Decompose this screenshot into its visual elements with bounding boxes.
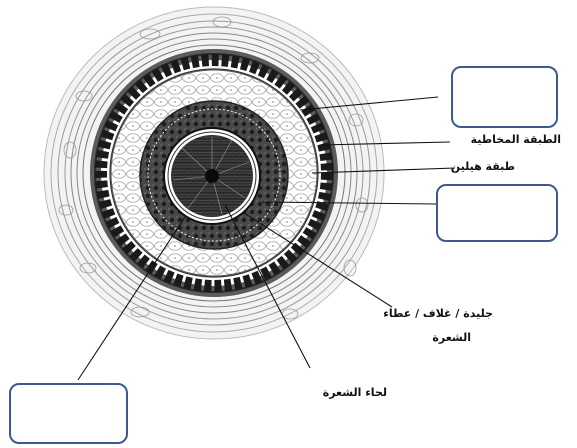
label-mucous-layer: الطبقة المخاطية <box>471 132 561 148</box>
answer-box-middle-right[interactable] <box>436 184 558 242</box>
label-hair-bark: لحاء الشعرة <box>323 385 387 401</box>
answer-box-bottom-left[interactable] <box>9 383 128 444</box>
label-hyaline-layer: طبقة هيلين <box>451 159 515 175</box>
medulla-core <box>205 169 219 183</box>
hair-shaft <box>171 135 253 217</box>
label-cuticle-line1: جليدة / غلاف / عطاء <box>383 306 493 322</box>
label-cuticle-line2: الشعرة <box>432 330 471 346</box>
answer-box-top-right[interactable] <box>451 66 558 128</box>
